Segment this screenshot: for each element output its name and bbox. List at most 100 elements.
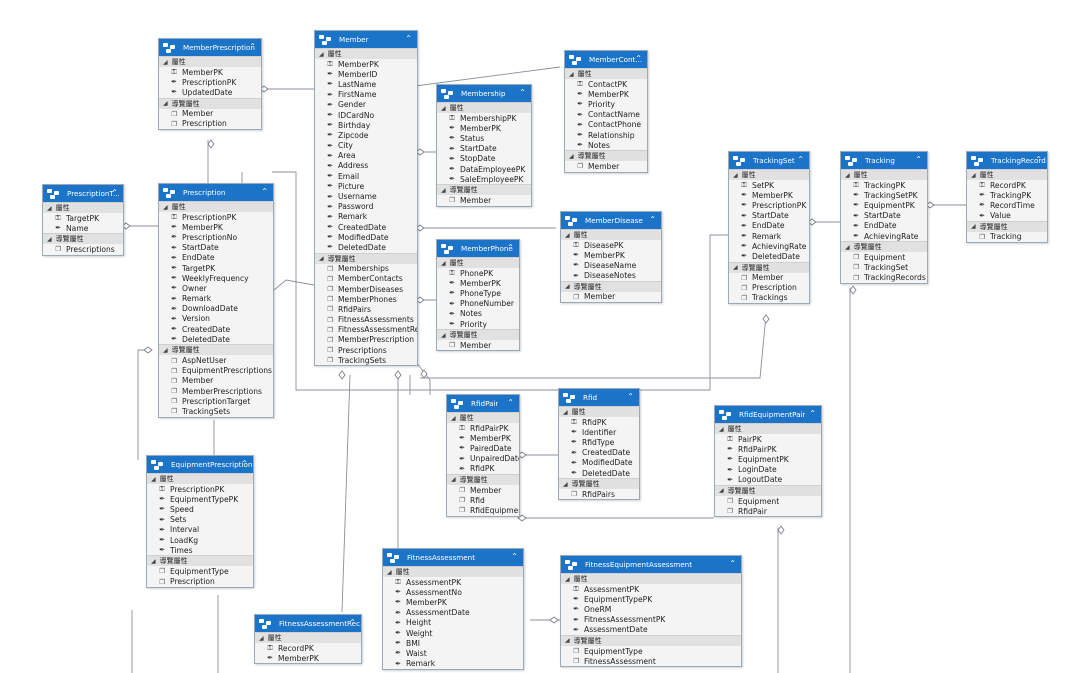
- property-contact-pk[interactable]: ⚿ContactPK: [565, 79, 647, 89]
- entity-header[interactable]: Member⌃: [315, 31, 417, 48]
- navigation-member-contacts[interactable]: ❐MemberContacts: [315, 274, 417, 284]
- property-idcard-no[interactable]: ✒IDCardNo: [315, 110, 417, 120]
- entity-fitness-equipment-assessment[interactable]: FitnessEquipmentAssessment⌃◢屬性⚿Assessmen…: [560, 555, 742, 668]
- navigation-prescriptions[interactable]: ❐Prescriptions: [315, 345, 417, 355]
- collapse-arrow-icon[interactable]: ◢: [733, 264, 738, 271]
- property-pair-pk[interactable]: ⚿PairPK: [715, 434, 821, 444]
- property-start-date[interactable]: ✒StartDate: [437, 144, 531, 154]
- property-times[interactable]: ✒Times: [147, 545, 253, 555]
- navigation-member[interactable]: ❐Member: [437, 340, 519, 350]
- navigation-rfid-pairs[interactable]: ❐RfidPairs: [315, 304, 417, 314]
- collapse-arrow-icon[interactable]: ◢: [451, 414, 456, 422]
- navigation-tracking-sets[interactable]: ❐TrackingSets: [315, 355, 417, 365]
- entity-prescription-target[interactable]: PrescriptionT...⌃◢屬性⚿TargetPK✒Name◢導覽屬性❐…: [42, 184, 124, 256]
- collapse-arrow-icon[interactable]: ◢: [563, 408, 568, 416]
- chevron-up-icon[interactable]: ⌃: [635, 54, 642, 63]
- property-prescription-pk[interactable]: ✒PrescriptionPK: [729, 200, 809, 210]
- navigation-equipment[interactable]: ❐Equipment: [715, 496, 821, 506]
- collapse-arrow-icon[interactable]: ◢: [719, 425, 724, 433]
- chevron-up-icon[interactable]: ⌃: [507, 398, 514, 407]
- property-member-pk[interactable]: ✒MemberPK: [255, 653, 361, 663]
- property-email[interactable]: ✒Email: [315, 171, 417, 181]
- navigation-prescriptions[interactable]: ❐Prescriptions: [43, 244, 123, 254]
- entity-membership[interactable]: Membership⌃◢屬性⚿MembershipPK✒MemberPK✒Sta…: [436, 84, 532, 207]
- collapse-arrow-icon[interactable]: ◢: [259, 634, 264, 642]
- collapse-arrow-icon[interactable]: ◢: [319, 255, 324, 263]
- property-equipment-type-pk[interactable]: ✒EquipmentTypePK: [561, 594, 741, 604]
- entity-header[interactable]: Tracking⌃: [841, 152, 927, 169]
- properties-section-header[interactable]: ◢屬性: [561, 573, 741, 584]
- property-logout-date[interactable]: ✒LogoutDate: [715, 475, 821, 485]
- navigation-member[interactable]: ❐Member: [159, 109, 261, 119]
- collapse-arrow-icon[interactable]: ◢: [451, 476, 456, 484]
- property-weight[interactable]: ✒Weight: [383, 628, 523, 638]
- collapse-arrow-icon[interactable]: ◢: [569, 152, 574, 160]
- property-prescription-pk[interactable]: ⚿PrescriptionPK: [147, 484, 253, 494]
- property-interval[interactable]: ✒Interval: [147, 525, 253, 535]
- property-member-pk[interactable]: ✒MemberPK: [729, 190, 809, 200]
- entity-rfid-equipment-pair[interactable]: RfidEquipmentPair⌃◢屬性⚿PairPK✒RfidPairPK✒…: [714, 405, 822, 518]
- navigation-member-phones[interactable]: ❐MemberPhones: [315, 294, 417, 304]
- property-rfid-pair-pk[interactable]: ⚿RfidPairPK: [447, 423, 519, 433]
- property-disease-notes[interactable]: ✒DiseaseNotes: [561, 271, 661, 281]
- chevron-up-icon[interactable]: ⌃: [809, 409, 816, 418]
- property-modified-date[interactable]: ✒ModifiedDate: [315, 232, 417, 242]
- property-value[interactable]: ✒Value: [967, 211, 1047, 221]
- property-achieving-rate[interactable]: ✒AchievingRate: [841, 231, 927, 241]
- properties-section-header[interactable]: ◢屬性: [447, 412, 519, 423]
- property-assessment-pk[interactable]: ⚿AssessmentPK: [383, 577, 523, 587]
- property-last-name[interactable]: ✒LastName: [315, 79, 417, 89]
- entity-header[interactable]: Prescription⌃: [159, 184, 273, 201]
- property-username[interactable]: ✒Username: [315, 191, 417, 201]
- property-waist[interactable]: ✒Waist: [383, 648, 523, 658]
- navigation-tracking-sets[interactable]: ❐TrackingSets: [159, 406, 273, 416]
- property-one-rm[interactable]: ✒OneRM: [561, 604, 741, 614]
- navigation-rfid-equipment[interactable]: ❐RfidEquipment...: [447, 505, 519, 515]
- property-prescription-pk[interactable]: ⚿PrescriptionPK: [159, 212, 273, 222]
- property-record-pk[interactable]: ⚿RecordPK: [255, 643, 361, 653]
- property-member-pk[interactable]: ✒MemberPK: [437, 123, 531, 133]
- chevron-up-icon[interactable]: ⌃: [649, 215, 656, 224]
- property-target-pk[interactable]: ⚿TargetPK: [43, 213, 123, 223]
- navigation-equipment-prescriptions[interactable]: ❐EquipmentPrescriptions: [159, 366, 273, 376]
- property-set-pk[interactable]: ⚿SetPK: [729, 180, 809, 190]
- property-disease-pk[interactable]: ⚿DiseasePK: [561, 240, 661, 250]
- entity-member[interactable]: Member⌃◢屬性⚿MemberPK✒MemberID✒LastName✒Fi…: [314, 30, 418, 367]
- property-assessment-pk[interactable]: ⚿AssessmentPK: [561, 584, 741, 594]
- property-identifier[interactable]: ✒Identifier: [559, 427, 639, 437]
- collapse-arrow-icon[interactable]: ◢: [47, 204, 52, 212]
- property-start-date[interactable]: ✒StartDate: [159, 243, 273, 253]
- property-contact-name[interactable]: ✒ContactName: [565, 110, 647, 120]
- entity-header[interactable]: MemberDisease⌃: [561, 212, 661, 229]
- property-equipment-pk[interactable]: ✒EquipmentPK: [841, 200, 927, 210]
- property-equipment-type-pk[interactable]: ✒EquipmentTypePK: [147, 494, 253, 504]
- property-member-id[interactable]: ✒MemberID: [315, 69, 417, 79]
- entity-header[interactable]: MemberPrescription⌃: [159, 39, 261, 56]
- collapse-arrow-icon[interactable]: ◢: [387, 568, 392, 576]
- property-start-date[interactable]: ✒StartDate: [729, 211, 809, 221]
- property-address[interactable]: ✒Address: [315, 161, 417, 171]
- properties-section-header[interactable]: ◢屬性: [437, 102, 531, 113]
- property-remark[interactable]: ✒Remark: [729, 231, 809, 241]
- collapse-arrow-icon[interactable]: ◢: [441, 186, 446, 194]
- collapse-arrow-icon[interactable]: ◢: [441, 104, 446, 112]
- navigation-member-prescriptions[interactable]: ❐MemberPrescriptions: [159, 386, 273, 396]
- navigation-section-header[interactable]: ◢導覽屬性: [841, 241, 927, 253]
- navigation-prescription-target[interactable]: ❐PrescriptionTarget: [159, 396, 273, 406]
- property-created-date[interactable]: ✒CreatedDate: [559, 448, 639, 458]
- properties-section-header[interactable]: ◢屬性: [729, 169, 809, 180]
- property-achieving-rate[interactable]: ✒AchievingRate: [729, 241, 809, 251]
- entity-rfid[interactable]: Rfid⌃◢屬性⚿RfidPK✒Identifier✒RfidType✒Crea…: [558, 388, 640, 501]
- property-member-pk[interactable]: ✒MemberPK: [437, 278, 519, 288]
- property-phone-type[interactable]: ✒PhoneType: [437, 288, 519, 298]
- navigation-tracking[interactable]: ❐Tracking: [967, 232, 1047, 242]
- property-remark[interactable]: ✒Remark: [315, 212, 417, 222]
- navigation-member[interactable]: ❐Member: [437, 195, 531, 205]
- property-owner[interactable]: ✒Owner: [159, 283, 273, 293]
- property-download-date[interactable]: ✒DownloadDate: [159, 304, 273, 314]
- navigation-prescription[interactable]: ❐Prescription: [729, 283, 809, 293]
- collapse-arrow-icon[interactable]: ◢: [163, 203, 168, 211]
- chevron-up-icon[interactable]: ⌃: [915, 155, 922, 164]
- entity-member-phone[interactable]: MemberPhone⌃◢屬性⚿PhonePK✒MemberPK✒PhoneTy…: [436, 239, 520, 352]
- property-target-pk[interactable]: ✒TargetPK: [159, 263, 273, 273]
